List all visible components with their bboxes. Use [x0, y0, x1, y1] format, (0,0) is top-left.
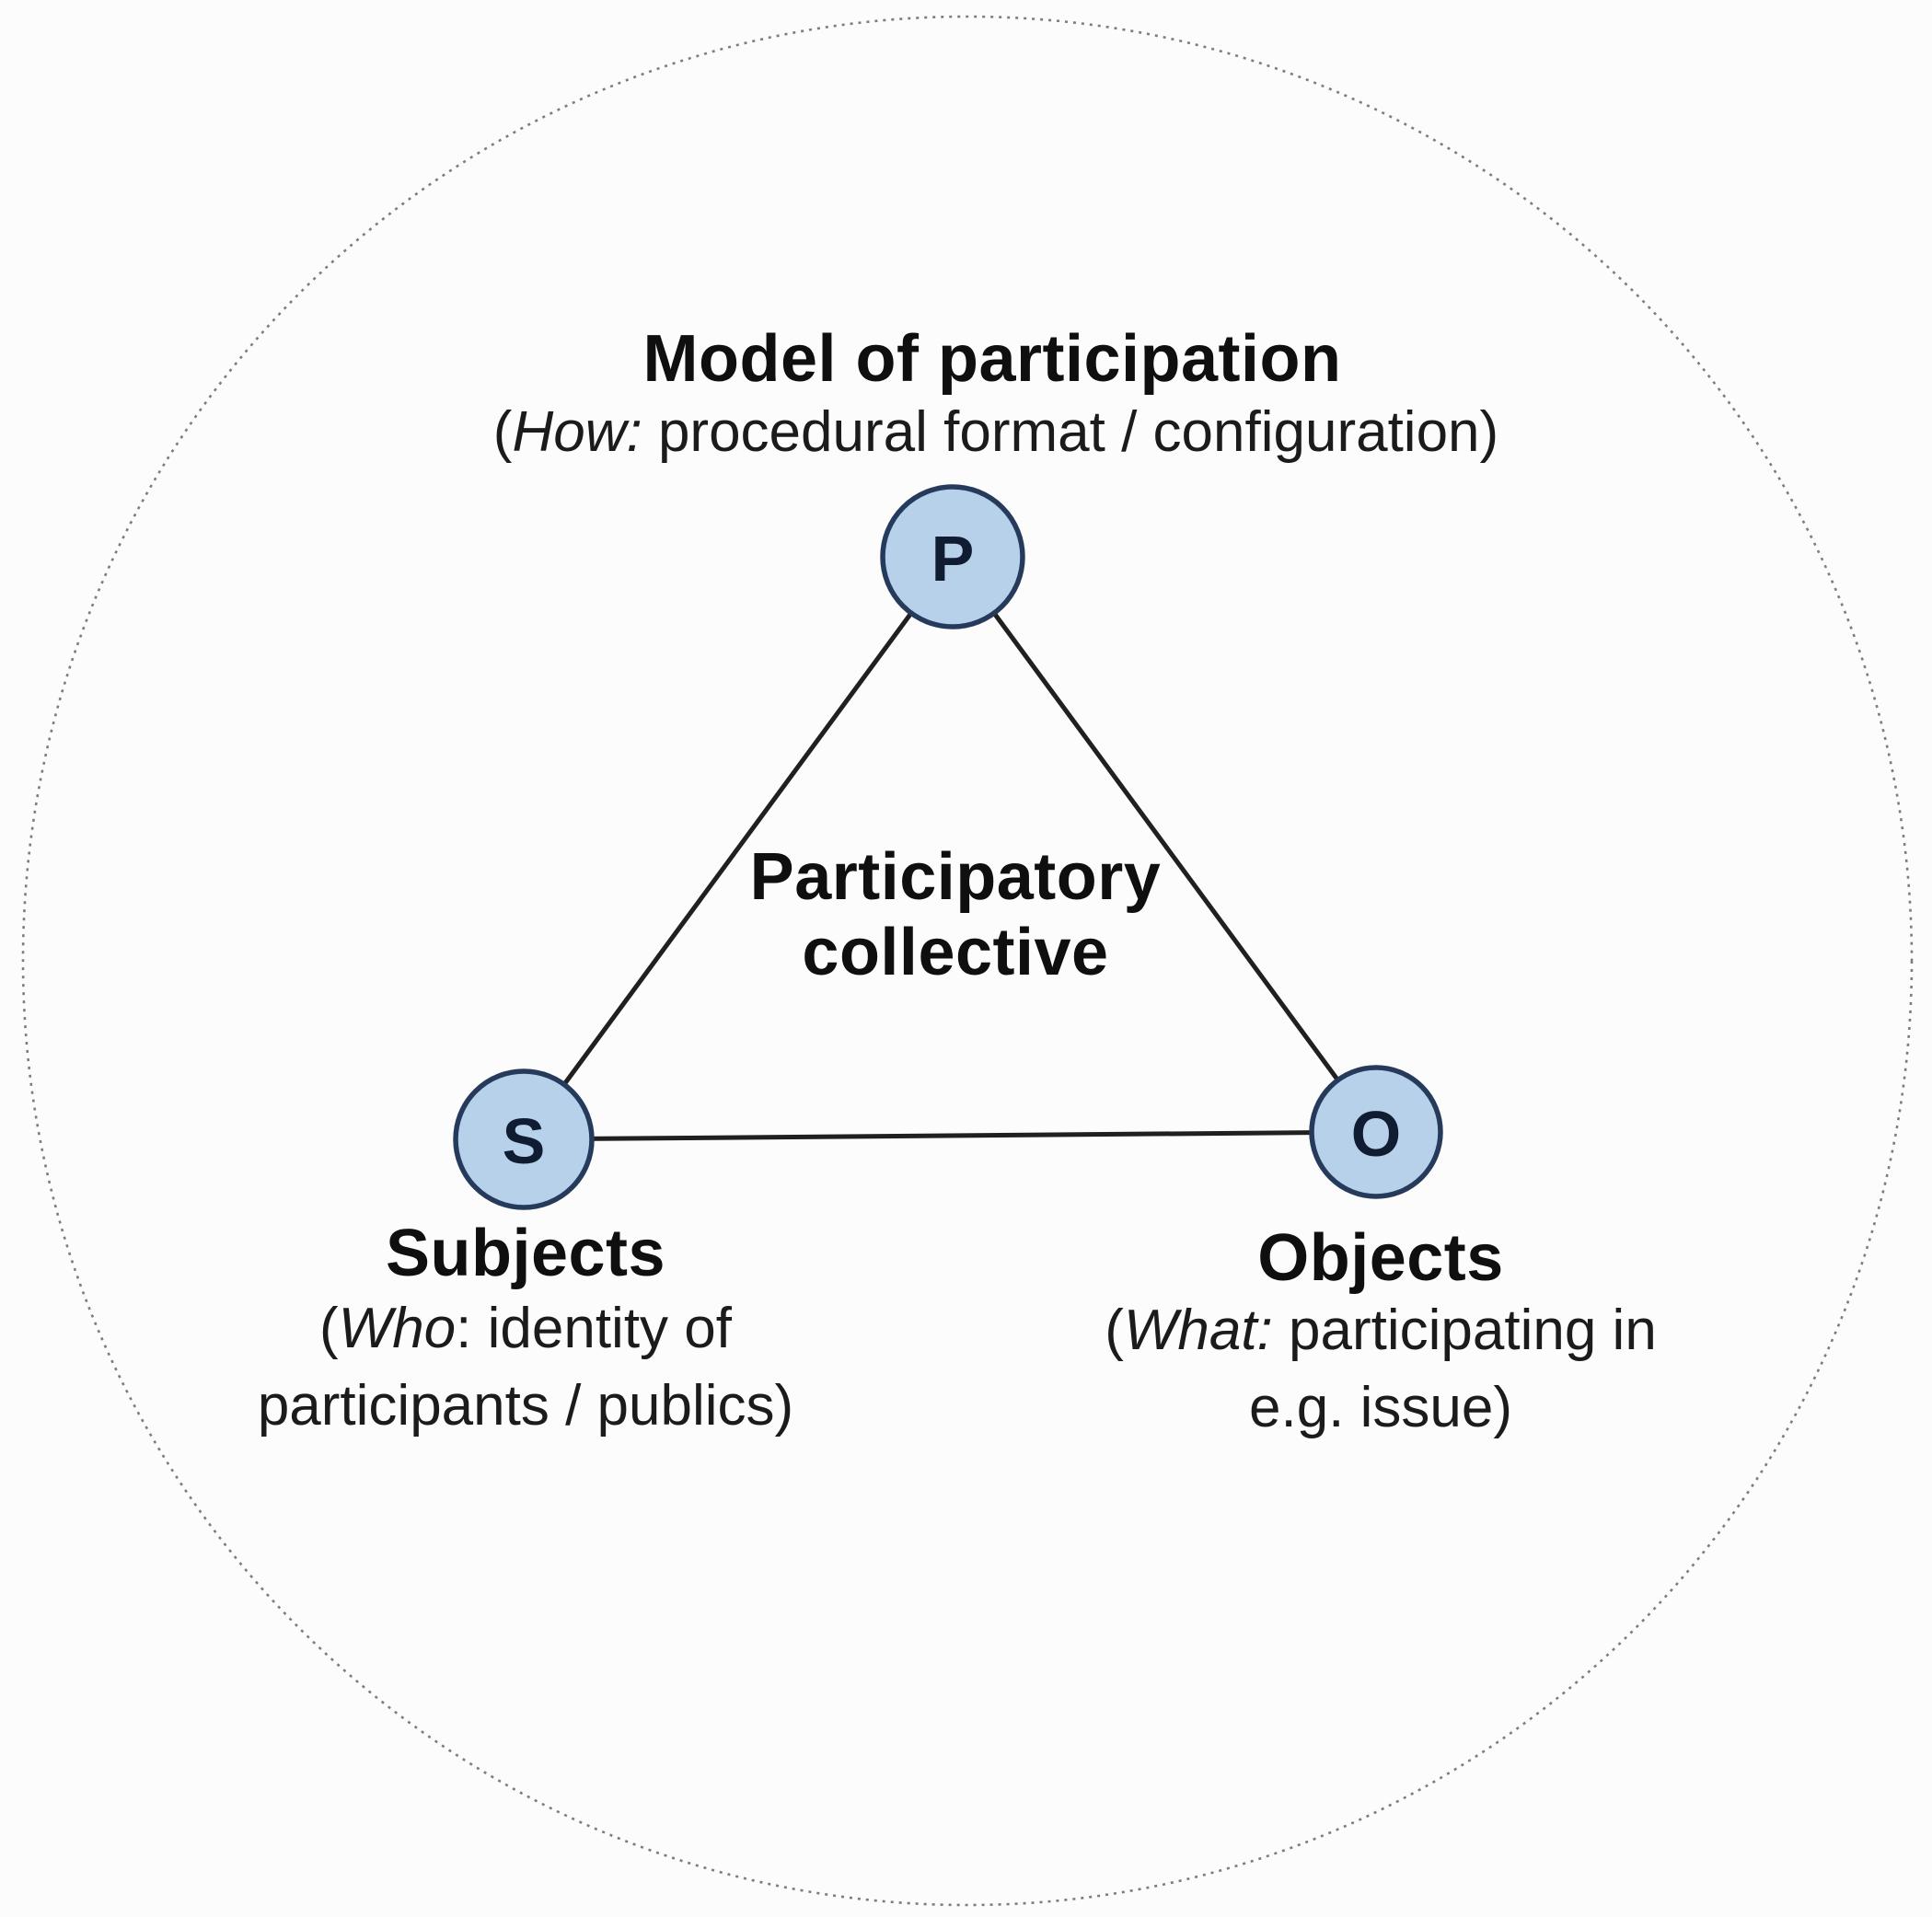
right-subtitle-rest: participating in [1272, 1299, 1657, 1362]
node-letter-o: O [1350, 1098, 1402, 1170]
center-label-line1: Participatory [749, 840, 1162, 914]
right-label-subtitle: (What: participating in e.g. issue) [1105, 1292, 1657, 1447]
triangle-edge-p-o [950, 555, 1379, 1134]
top-subtitle-paren: ( [492, 400, 513, 464]
outer-boundary-circle [21, 15, 1914, 1907]
left-subtitle-line2: participants / publics) [257, 1374, 794, 1438]
triangle-edge-s-o [523, 1129, 1377, 1142]
left-label-title: Subjects [385, 1217, 666, 1290]
center-label-line2: collective [802, 916, 1109, 989]
right-subtitle-line1: (What: participating in [1105, 1292, 1657, 1369]
left-label-subtitle: (Who: identity of participants / publics… [258, 1290, 793, 1445]
node-circle-p [880, 484, 1025, 629]
left-subtitle-paren: ( [319, 1297, 339, 1360]
node-letter-p: P [931, 523, 975, 595]
top-label-title: Model of participation [642, 322, 1342, 396]
right-subtitle-paren: ( [1105, 1299, 1124, 1362]
left-subtitle-rest: : identity of [456, 1297, 732, 1360]
top-label-subtitle: (How: procedural format / configuration) [493, 394, 1498, 471]
triangle-edge-p-s [521, 555, 955, 1141]
top-subtitle-keyword: How: [512, 400, 642, 464]
left-subtitle-line1: (Who: identity of [258, 1290, 793, 1368]
top-subtitle-rest: procedural format / configuration) [642, 400, 1499, 464]
right-subtitle-keyword: What: [1123, 1299, 1273, 1362]
center-label: Participatory collective [750, 839, 1162, 990]
right-label-title: Objects [1257, 1221, 1504, 1295]
node-circle-o [1309, 1065, 1443, 1199]
node-circle-s [453, 1068, 595, 1210]
node-letter-s: S [502, 1105, 546, 1177]
left-subtitle-keyword: Who [338, 1297, 457, 1360]
right-subtitle-line2: e.g. issue) [1248, 1376, 1513, 1439]
